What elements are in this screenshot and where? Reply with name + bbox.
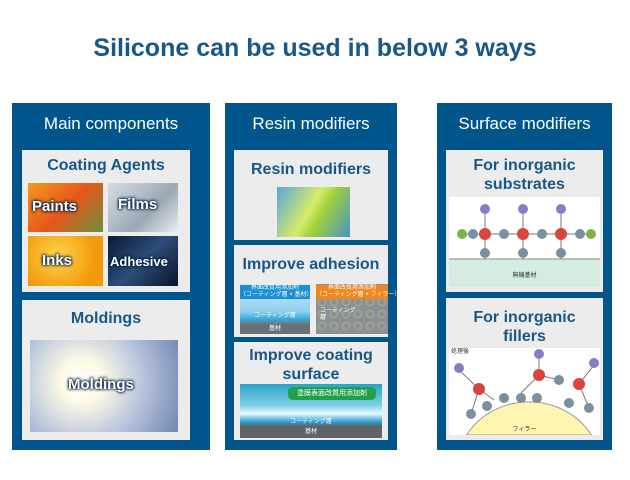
panel-title: For inorganic substrates — [473, 157, 576, 193]
corner-label: 処理後 — [451, 349, 470, 355]
substrate-molecule-diagram — [449, 197, 600, 287]
panel-title: For inorganic fillers — [473, 309, 576, 345]
coating-surface-image: 塗膜表面改質用添加剤 コーティング層 基材 — [240, 384, 382, 438]
panel-title: Resin modifiers — [250, 161, 372, 178]
inks-image — [28, 236, 103, 286]
panel-title: Improve adhesion — [242, 256, 380, 273]
adhesive-image — [108, 236, 178, 286]
adhesive-label: Adhesive — [110, 254, 168, 269]
filler-label: フィラー — [512, 427, 537, 433]
layer-label: 基材 — [304, 429, 317, 435]
column-header: Resin modifiers — [252, 114, 370, 133]
column-header: Main components — [43, 114, 179, 133]
adhesion-filler-image: 界面改質用添加剤 （コーティング層 × フィラー） コーティング層 — [316, 284, 401, 334]
callout-label: 界面改質用添加剤 （コーティング層 × フィラー） — [316, 285, 401, 299]
panel-resin-modifiers: Resin modifiers — [234, 150, 388, 240]
filler-particle — [466, 401, 592, 435]
panel-moldings: Moldings Moldings — [22, 300, 190, 440]
column-surface-modifiers: Surface modifiers For inorganic substrat… — [437, 103, 612, 450]
callout-label: 塗膜表面改質用添加剤 — [288, 387, 376, 400]
paints-label: Paints — [32, 198, 78, 215]
layer-label: コーティング層 — [254, 313, 296, 319]
films-image — [108, 183, 178, 232]
layer-label: コーティング層 — [320, 308, 356, 321]
light-bulb-image — [30, 340, 178, 432]
page-title: Silicone can be used in below 3 ways — [93, 34, 537, 62]
column-resin-modifiers: Resin modifiers Resin modifiers Improve … — [225, 103, 401, 450]
substrate-label: 無機基材 — [512, 273, 537, 279]
layer-label: コーティング層 — [290, 419, 332, 425]
column-header: Surface modifiers — [458, 114, 591, 133]
resin-splash-image — [277, 187, 350, 237]
moldings-label: Moldings — [68, 376, 134, 393]
panel-inorganic-substrates: For inorganic substrates 無機基材 — [446, 150, 603, 292]
panel-improve-adhesion: Improve adhesion 界面改質用添加剤 （コーティング層 × 基材）… — [234, 245, 401, 337]
column-main-components: Main components Coating Agents Paints Fi… — [12, 103, 210, 450]
panel-title: Coating Agents — [47, 157, 165, 174]
layer-label: 基材 — [268, 326, 281, 332]
panel-inorganic-fillers: For inorganic fillers 処理後 フィラー — [446, 298, 603, 440]
films-label: Films — [118, 196, 158, 213]
panel-improve-coating-surface: Improve coating surface 塗膜表面改質用添加剤 コーティン… — [234, 342, 388, 440]
paints-image — [28, 183, 103, 232]
adhesion-substrate-image: 界面改質用添加剤 （コーティング層 × 基材） コーティング層 基材 — [240, 284, 313, 334]
panel-coating-agents: Coating Agents Paints Films Inks Adhesiv… — [22, 150, 190, 292]
filler-molecule-diagram — [449, 348, 600, 435]
panel-title: Moldings — [70, 310, 142, 327]
panel-title: Improve coating surface — [249, 347, 373, 383]
inks-label: Inks — [42, 252, 73, 269]
callout-label: 界面改質用添加剤 （コーティング層 × 基材） — [240, 285, 313, 299]
